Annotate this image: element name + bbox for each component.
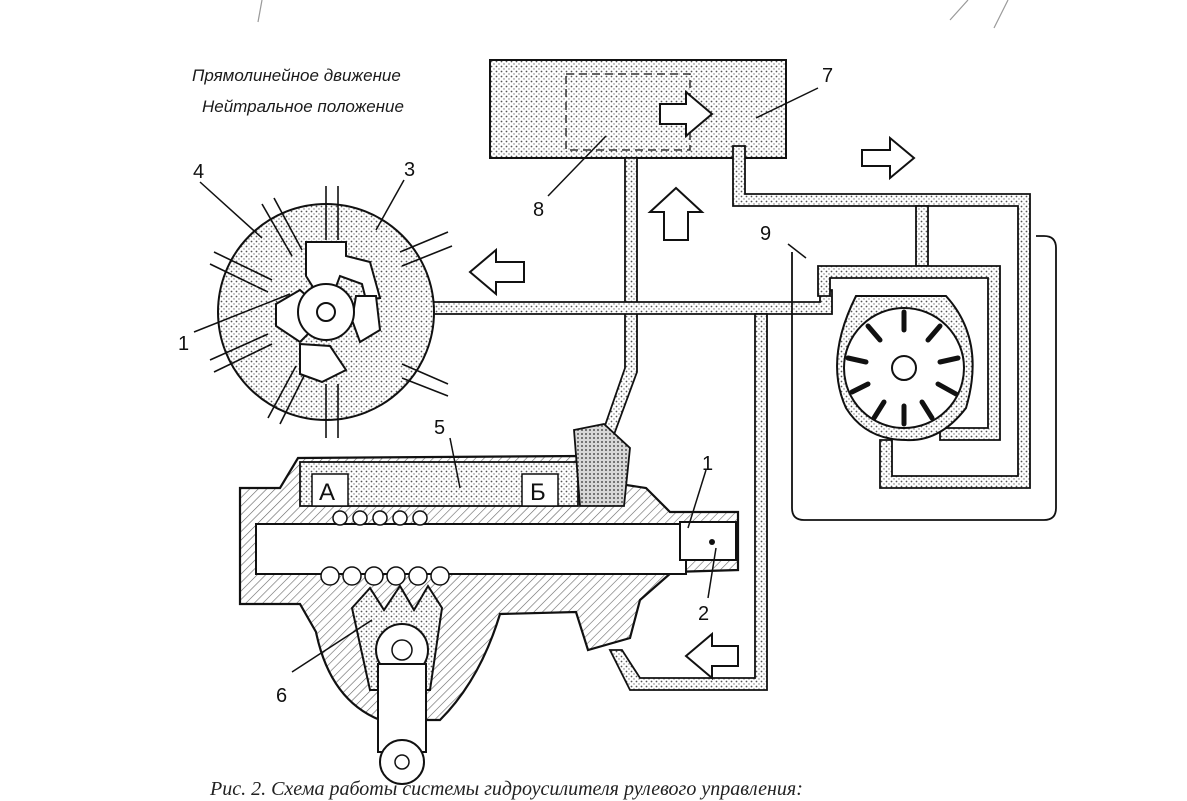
callout-9: 9 <box>760 223 771 245</box>
sector-shaft-center-icon <box>391 639 413 661</box>
flow-arrow-left-icon <box>468 247 525 297</box>
callout-8: 8 <box>533 199 544 221</box>
chamber-b-label: Б <box>530 479 546 506</box>
pump-outlet-line <box>817 265 1001 441</box>
pressure-line-to-gear <box>608 313 768 691</box>
vane-pump <box>836 295 974 442</box>
scan-artifact <box>993 0 1009 29</box>
oil-reservoir <box>489 59 787 159</box>
pitman-arm <box>377 663 427 753</box>
valve-center-icon <box>316 302 336 322</box>
screw-shaft <box>255 523 687 575</box>
leader-lines <box>193 87 819 673</box>
callout-2: 2 <box>698 603 709 625</box>
flow-arrow-up-icon <box>647 186 705 241</box>
pump-feed-branch <box>915 205 929 267</box>
return-line <box>598 157 638 441</box>
steering-gear <box>238 423 740 785</box>
scan-artifact <box>949 0 969 21</box>
flow-arrow-right-icon <box>861 135 916 181</box>
callout-1-gear: 1 <box>702 453 713 475</box>
figure-caption: Рис. 2. Схема работы системы гидроусилит… <box>210 778 803 800</box>
pressure-line-horizontal <box>379 289 833 315</box>
input-shaft-pin-icon <box>709 539 715 545</box>
pitman-arm-eye-center-icon <box>394 754 410 770</box>
valve-ports <box>209 186 453 438</box>
chamber-a-box <box>311 473 349 507</box>
chamber-b-box <box>521 473 559 507</box>
recirculating-balls <box>320 510 450 586</box>
callout-5: 5 <box>434 417 445 439</box>
callout-7: 7 <box>822 65 833 87</box>
mode-title-line2: Нейтральное положение <box>202 97 404 116</box>
scan-artifact <box>257 0 263 23</box>
pump-vanes <box>845 309 961 427</box>
chamber-a-label: А <box>319 479 335 506</box>
callout-1-valve: 1 <box>178 333 189 355</box>
callout-6: 6 <box>276 685 287 707</box>
pump-shaft <box>891 355 917 381</box>
callout-4: 4 <box>193 161 204 183</box>
callout-3: 3 <box>404 159 415 181</box>
pump-housing <box>791 235 1057 521</box>
flow-arrow-left-icon <box>684 631 739 681</box>
pump-suction-line <box>732 145 1031 489</box>
rotary-valve <box>209 186 453 438</box>
mode-title-line1: Прямолинейное движение <box>192 66 401 85</box>
input-shaft <box>679 521 737 561</box>
flow-arrow-right-icon <box>659 89 714 139</box>
spool-valve-block <box>573 423 631 507</box>
